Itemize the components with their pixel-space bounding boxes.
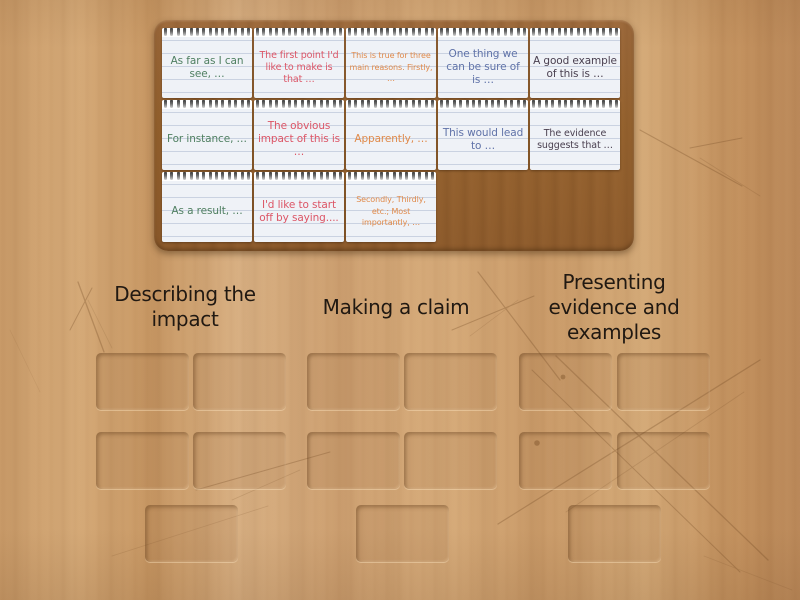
- card-tray: As far as I can see, … The first point I'…: [154, 20, 634, 251]
- spiral-binding-icon: [530, 100, 620, 109]
- spiral-binding-icon: [438, 100, 528, 109]
- spiral-binding-icon: [162, 172, 252, 181]
- spiral-binding-icon: [254, 28, 344, 37]
- spiral-binding-icon: [346, 100, 436, 109]
- card-text: As far as I can see, …: [170, 54, 244, 80]
- drop-slot[interactable]: [519, 432, 612, 489]
- drop-slot[interactable]: [568, 505, 661, 562]
- draggable-card[interactable]: For instance, …: [162, 100, 252, 170]
- card-text: The obvious impact of this is …: [257, 120, 341, 158]
- category-title-presenting-evidence-and-examples: Presenting evidence and examples: [548, 270, 680, 344]
- drop-slot[interactable]: [307, 353, 400, 410]
- drop-slot[interactable]: [356, 505, 449, 562]
- spiral-binding-icon: [346, 28, 436, 37]
- card-text: One thing we can be sure of is …: [446, 48, 520, 86]
- draggable-card[interactable]: I'd like to start off by saying....: [254, 172, 344, 242]
- draggable-card[interactable]: This would lead to …: [438, 100, 528, 170]
- card-grid: As far as I can see, … The first point I'…: [162, 28, 626, 243]
- card-text: Secondly, Thirdly, etc.; Most importantl…: [356, 195, 426, 228]
- draggable-card[interactable]: This is true for three main reasons. Fir…: [346, 28, 436, 98]
- drop-slot[interactable]: [307, 432, 400, 489]
- draggable-card[interactable]: A good example of this is …: [530, 28, 620, 98]
- card-text: The evidence suggests that …: [537, 127, 613, 151]
- card-text: This is true for three main reasons. Fir…: [349, 51, 433, 84]
- card-text: A good example of this is …: [533, 54, 617, 80]
- draggable-card[interactable]: The evidence suggests that …: [530, 100, 620, 170]
- card-text: Apparently, …: [354, 133, 428, 145]
- draggable-card[interactable]: The first point I'd like to make is that…: [254, 28, 344, 98]
- spiral-binding-icon: [346, 172, 436, 181]
- card-text: This would lead to …: [442, 126, 524, 152]
- card-text: For instance, …: [167, 133, 247, 145]
- draggable-card[interactable]: One thing we can be sure of is …: [438, 28, 528, 98]
- spiral-binding-icon: [254, 100, 344, 109]
- card-text: As a result, …: [171, 205, 243, 217]
- drop-slot[interactable]: [193, 353, 286, 410]
- drop-slot[interactable]: [145, 505, 238, 562]
- category-title-making-a-claim: Making a claim: [322, 295, 470, 319]
- spiral-binding-icon: [254, 172, 344, 181]
- spiral-binding-icon: [530, 28, 620, 37]
- drop-slot[interactable]: [96, 432, 189, 489]
- category-title-describing-the-impact: Describing the impact: [114, 282, 256, 331]
- draggable-card[interactable]: Secondly, Thirdly, etc.; Most importantl…: [346, 172, 436, 242]
- spiral-binding-icon: [438, 28, 528, 37]
- drop-slot[interactable]: [617, 432, 710, 489]
- spiral-binding-icon: [162, 100, 252, 109]
- spiral-binding-icon: [162, 28, 252, 37]
- drop-slot[interactable]: [96, 353, 189, 410]
- draggable-card[interactable]: Apparently, …: [346, 100, 436, 170]
- draggable-card[interactable]: The obvious impact of this is …: [254, 100, 344, 170]
- card-text: I'd like to start off by saying....: [259, 198, 339, 224]
- drop-slot[interactable]: [617, 353, 710, 410]
- draggable-card[interactable]: As a result, …: [162, 172, 252, 242]
- draggable-card[interactable]: As far as I can see, …: [162, 28, 252, 98]
- drop-slot[interactable]: [404, 432, 497, 489]
- drop-slot[interactable]: [404, 353, 497, 410]
- card-text: The first point I'd like to make is that…: [259, 49, 339, 85]
- drop-slot[interactable]: [519, 353, 612, 410]
- drop-slot[interactable]: [193, 432, 286, 489]
